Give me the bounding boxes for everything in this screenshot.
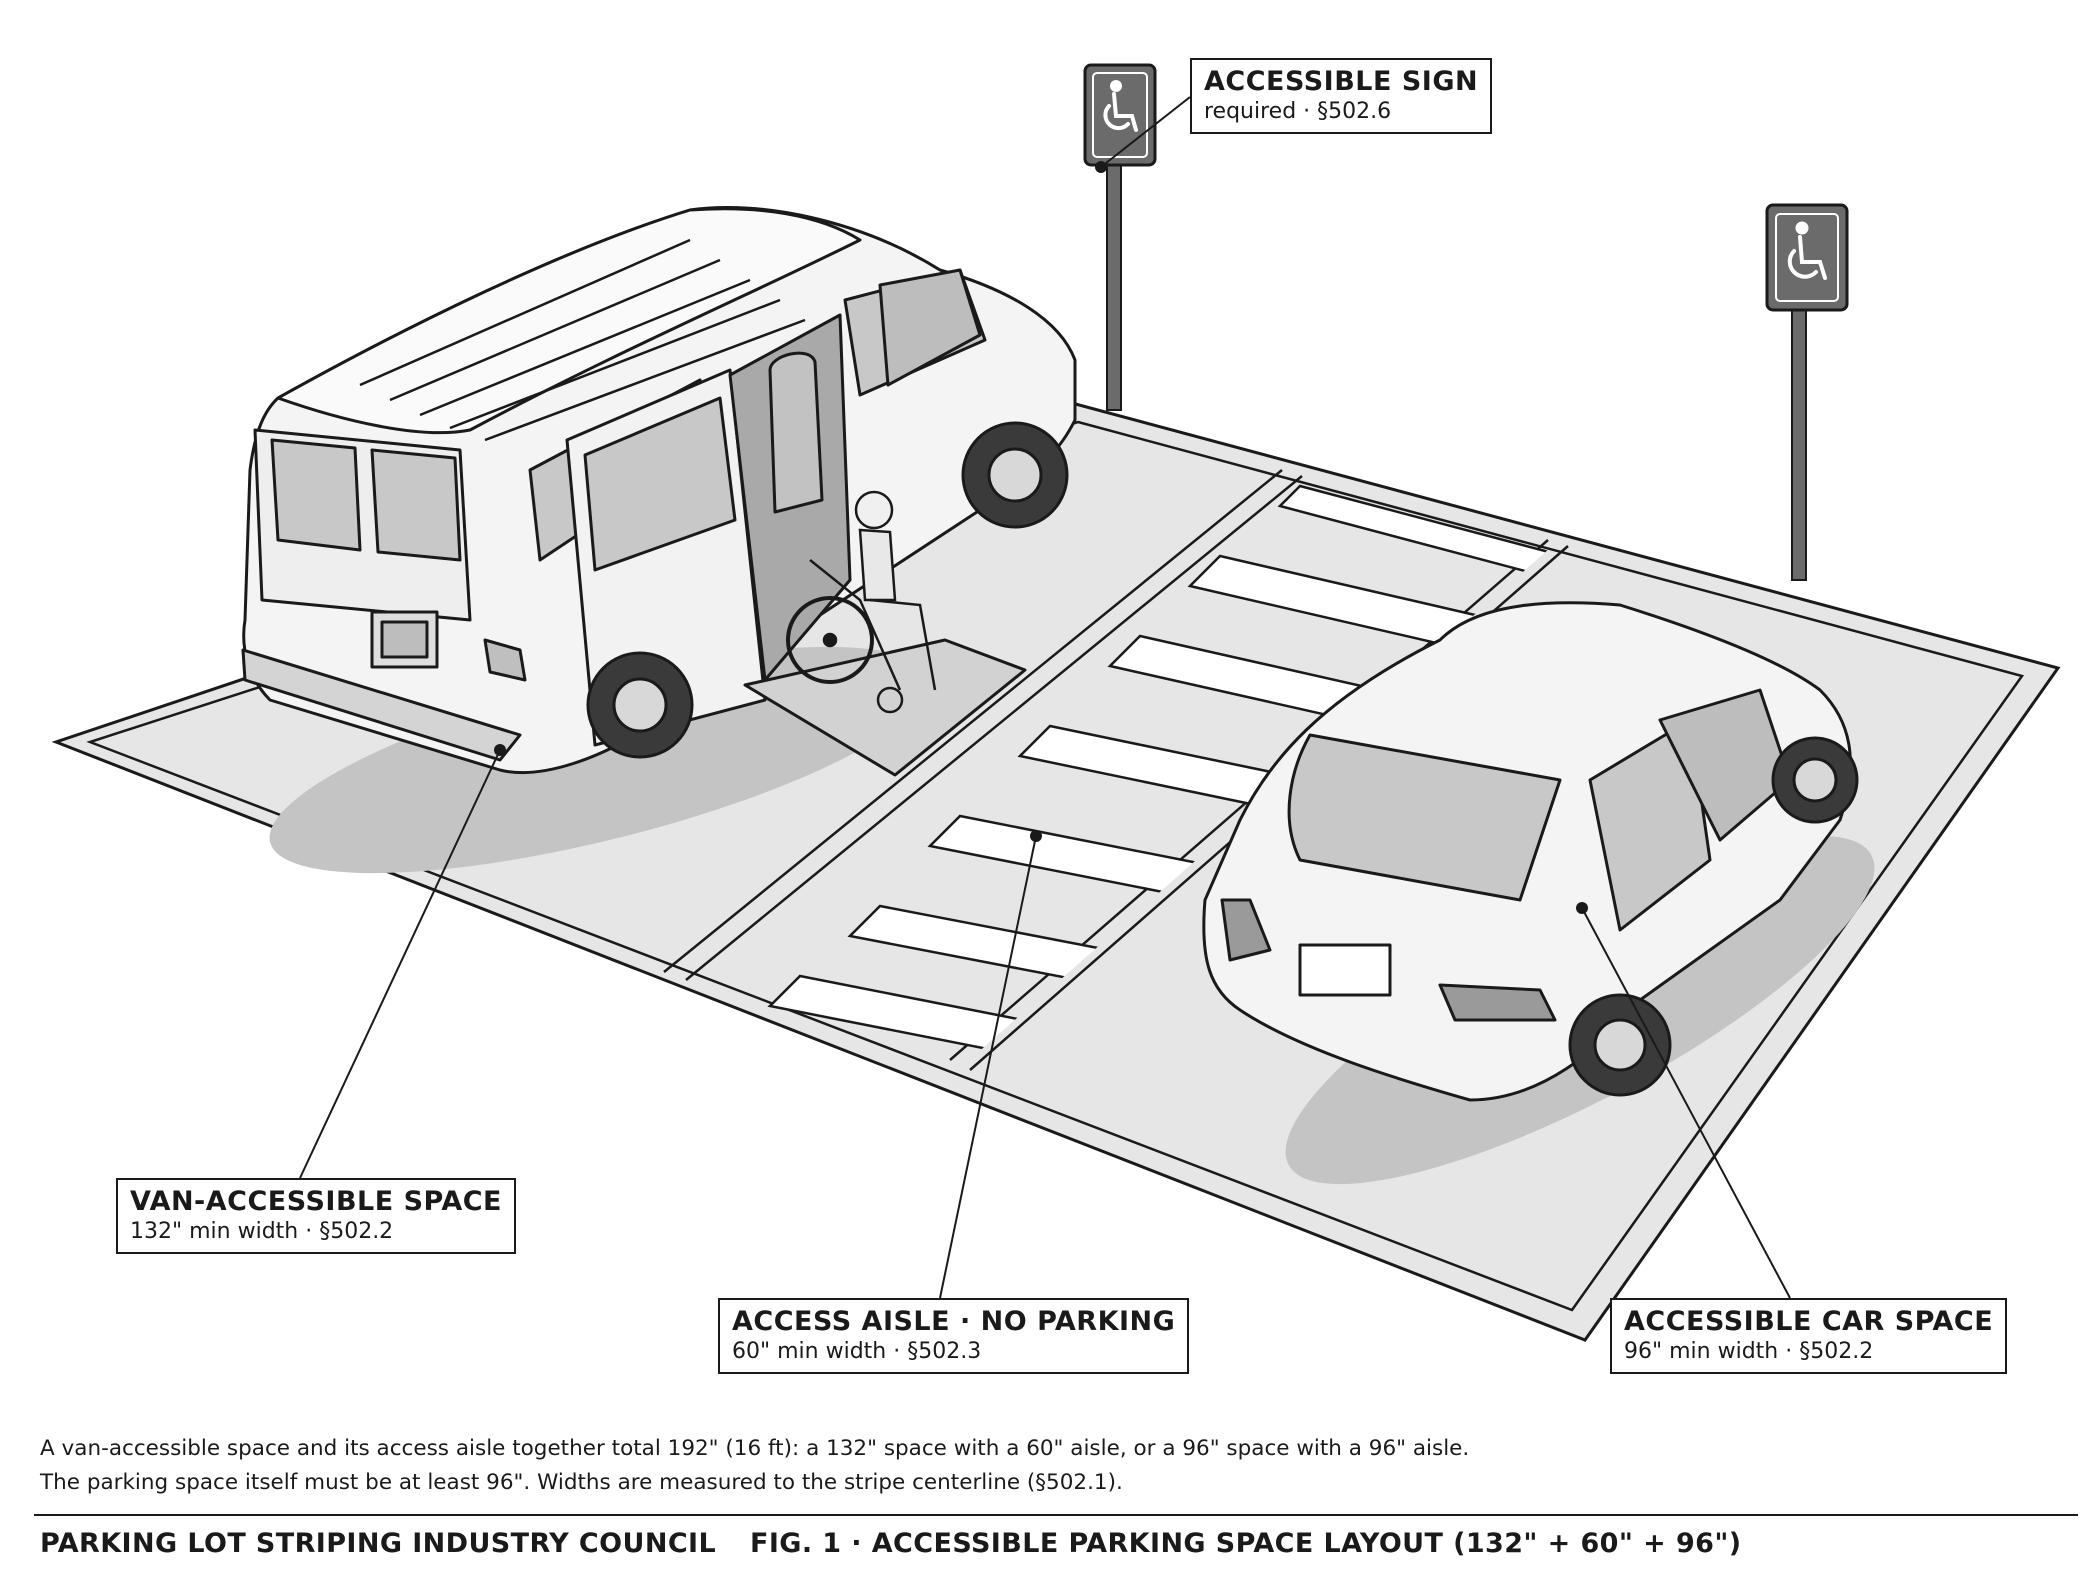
callout-subtitle: required · §502.6 bbox=[1204, 98, 1478, 126]
callout-van-accessible-space: VAN-ACCESSIBLE SPACE 132" min width · §5… bbox=[116, 1178, 516, 1254]
footer-organization: PARKING LOT STRIPING INDUSTRY COUNCIL bbox=[40, 1528, 716, 1559]
callout-subtitle: 96" min width · §502.2 bbox=[1624, 1338, 1993, 1366]
van-illustration bbox=[243, 208, 1075, 776]
callout-subtitle: 132" min width · §502.2 bbox=[130, 1218, 502, 1246]
caption-line-2: The parking space itself must be at leas… bbox=[40, 1466, 1469, 1500]
callout-accessible-sign: ACCESSIBLE SIGN required · §502.6 bbox=[1190, 58, 1492, 134]
callout-access-aisle: ACCESS AISLE · NO PARKING 60" min width … bbox=[718, 1298, 1189, 1374]
callout-subtitle: 60" min width · §502.3 bbox=[732, 1338, 1175, 1366]
caption-line-1: A van-accessible space and its access ai… bbox=[40, 1432, 1469, 1466]
callout-accessible-car-space: ACCESSIBLE CAR SPACE 96" min width · §50… bbox=[1610, 1298, 2007, 1374]
callout-title: ACCESSIBLE CAR SPACE bbox=[1624, 1306, 1993, 1338]
callout-title: ACCESS AISLE · NO PARKING bbox=[732, 1306, 1175, 1338]
footer-figure-title: FIG. 1 · ACCESSIBLE PARKING SPACE LAYOUT… bbox=[750, 1528, 1742, 1559]
figure-caption: A van-accessible space and its access ai… bbox=[40, 1432, 1469, 1500]
callout-title: ACCESSIBLE SIGN bbox=[1204, 66, 1478, 98]
accessible-sign-left bbox=[1085, 65, 1155, 410]
footer-divider bbox=[34, 1514, 2078, 1516]
accessible-sign-right bbox=[1767, 205, 1847, 580]
callout-title: VAN-ACCESSIBLE SPACE bbox=[130, 1186, 502, 1218]
